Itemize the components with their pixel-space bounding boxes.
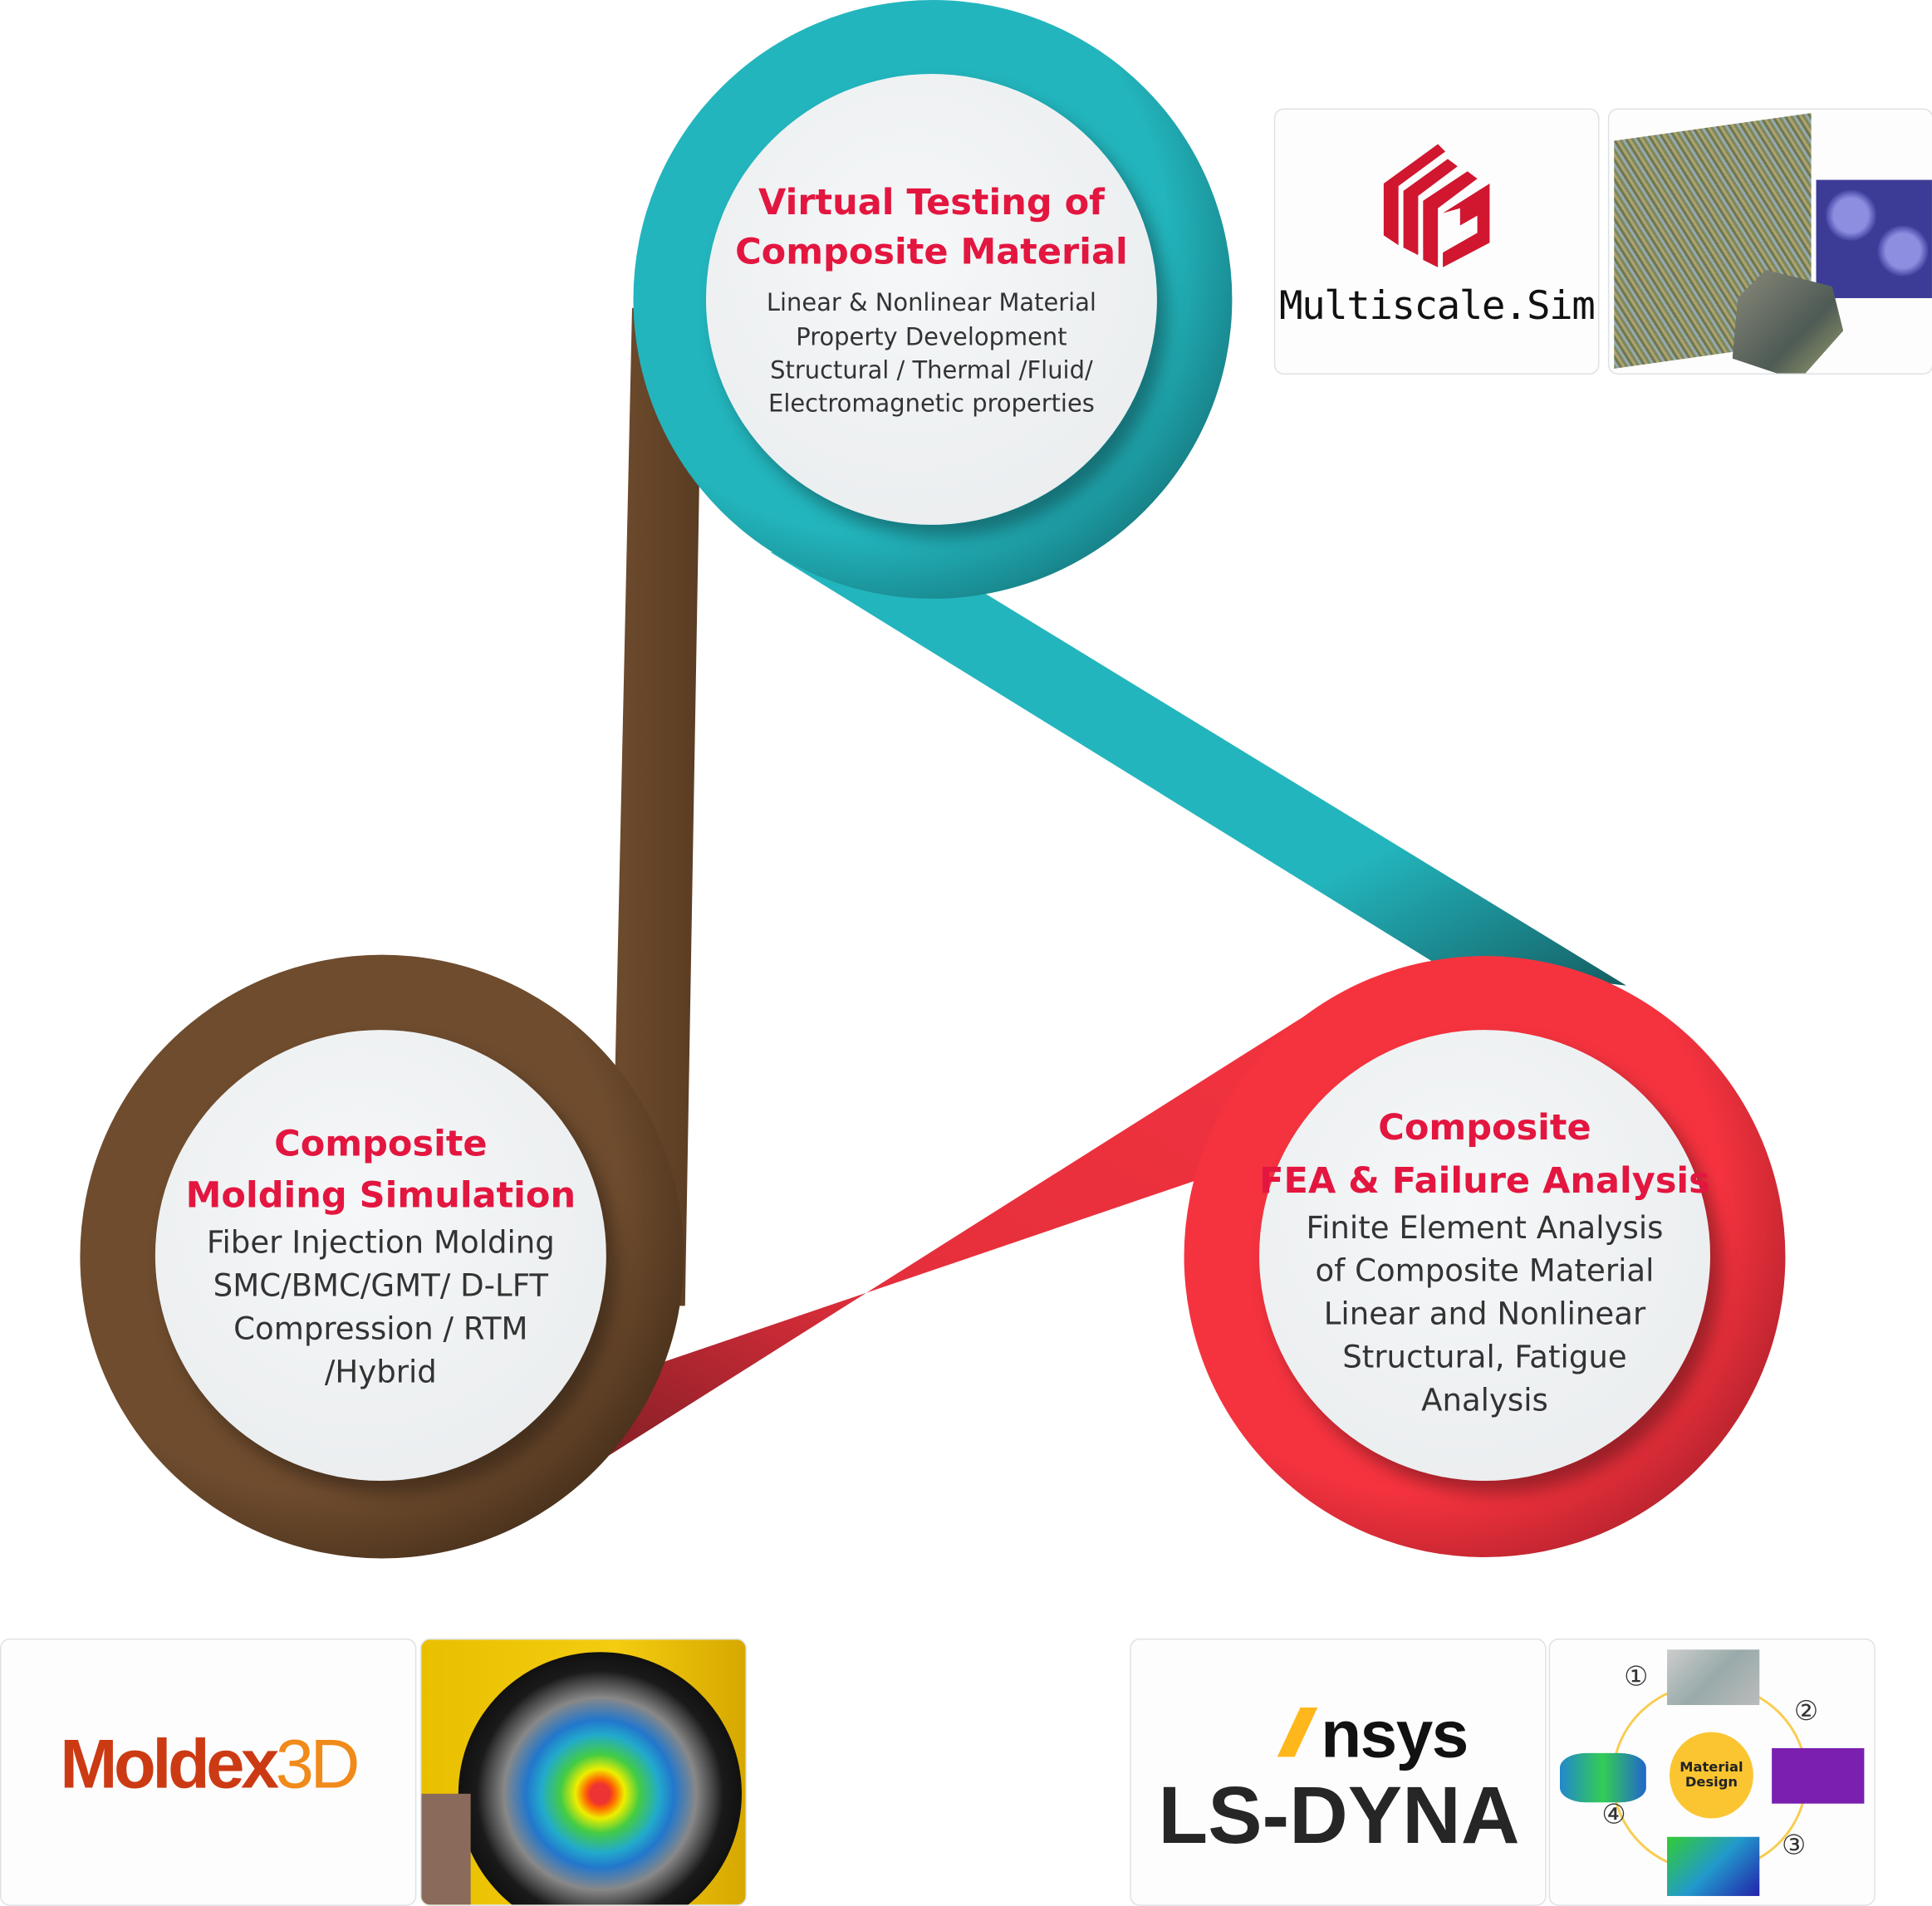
node-line: Fiber Injection Molding	[206, 1224, 555, 1261]
node-line: Linear and Nonlinear	[1323, 1295, 1646, 1331]
deformed-cells-image	[1559, 1752, 1646, 1803]
stress-result-image	[1667, 1836, 1760, 1896]
virtual-testing-node: Virtual Testing of Composite Material Li…	[705, 74, 1157, 525]
ansys-text: nsys	[1321, 1698, 1469, 1772]
node-line: Property Development	[796, 322, 1067, 351]
moldex-3d-text: 3D	[275, 1724, 360, 1803]
node-line: SMC/BMC/GMT/ D-LFT	[213, 1267, 549, 1304]
cobblestone-ground	[421, 1793, 471, 1905]
lsdyna-wordmark: LS-DYNA	[1158, 1769, 1520, 1860]
step-1-label: ①	[1624, 1662, 1649, 1693]
ansys-slash-icon	[1277, 1707, 1318, 1757]
molding-simulation-node: Composite Molding Simulation Fiber Injec…	[154, 1030, 606, 1482]
step-4-label: ④	[1601, 1800, 1626, 1831]
node-line: Linear & Nonlinear Material	[766, 288, 1096, 317]
fea-failure-node: Composite FEA & Failure Analysis Finite …	[1259, 1030, 1710, 1482]
teal-connector-band	[770, 551, 1627, 986]
node-line: Electromagnetic properties	[768, 390, 1095, 419]
multiscale-sim-wordmark: Multiscale.Sim	[1278, 282, 1596, 330]
mesh-block-image	[1772, 1747, 1865, 1804]
node-line: Compression / RTM	[233, 1311, 528, 1347]
brown-connector-band	[610, 307, 703, 1306]
node-line: Structural, Fatigue	[1342, 1338, 1627, 1374]
node-line: of Composite Material	[1315, 1252, 1655, 1288]
moldex3d-wordmark: Moldex3D	[1, 1723, 414, 1803]
node-title: Composite	[274, 1122, 488, 1164]
center-label: Material	[1679, 1759, 1743, 1776]
tire-image	[458, 1652, 743, 1905]
multiscale-sim-logo-card: Multiscale.Sim	[1273, 108, 1600, 375]
multiscale-microstructure-image	[1607, 108, 1932, 375]
node-line: /Hybrid	[324, 1354, 437, 1390]
ansys-wordmark: nsys	[1277, 1697, 1469, 1773]
node-line: Structural / Thermal /Fluid/	[770, 355, 1093, 385]
moldex-text: Moldex	[60, 1724, 279, 1803]
material-design-center: Material Design	[1670, 1732, 1753, 1819]
moldex3d-wheel-image	[419, 1638, 747, 1906]
node-line: Finite Element Analysis	[1306, 1209, 1664, 1246]
node-title: Composite	[1378, 1106, 1591, 1149]
center-label: Design	[1684, 1774, 1738, 1791]
node-line: Analysis	[1421, 1381, 1548, 1418]
multiscale-sim-logo-icon	[1383, 144, 1490, 267]
node-title: Molding Simulation	[185, 1173, 576, 1217]
ansys-lsdyna-logo-card: nsys LS-DYNA	[1130, 1638, 1547, 1906]
particle-packing-image	[1816, 179, 1932, 298]
step-3-label: ③	[1781, 1830, 1807, 1862]
moldex3d-logo-card: Moldex3D	[0, 1638, 417, 1906]
node-title: FEA & Failure Analysis	[1259, 1159, 1710, 1201]
step-2-label: ②	[1793, 1696, 1819, 1727]
rve-cube-image	[1667, 1649, 1760, 1706]
material-design-cycle-image: Material Design ① ② ③ ④	[1548, 1638, 1876, 1906]
node-title: Virtual Testing of	[758, 181, 1105, 224]
node-title: Composite Material	[735, 230, 1128, 273]
